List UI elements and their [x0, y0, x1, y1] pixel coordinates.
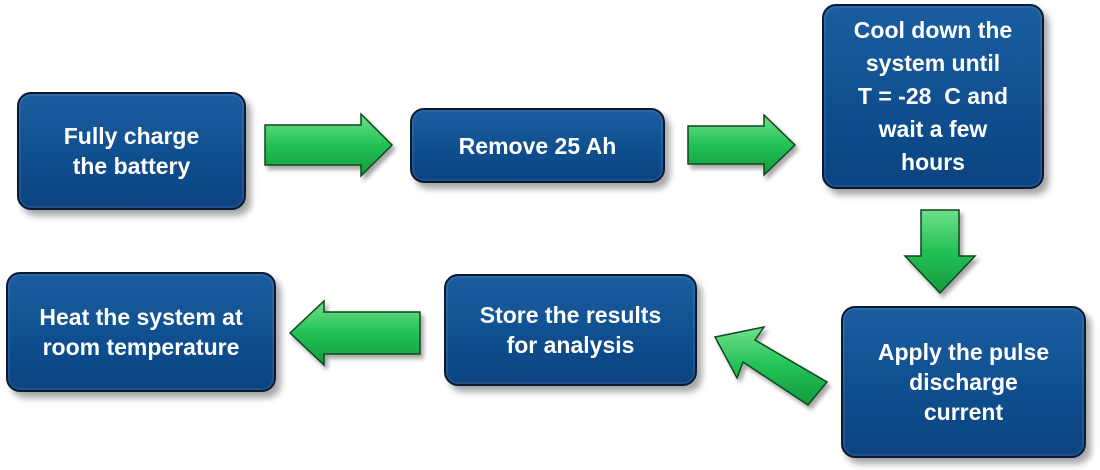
step-label-line: discharge	[909, 369, 1018, 395]
step-label-line: for analysis	[506, 332, 635, 358]
step-label-line: T = -28 C and	[857, 83, 1009, 109]
step-label-line: Heat the system at	[39, 304, 243, 330]
step-label-line: Store the results	[479, 302, 662, 328]
step-heat-system: Heat the system at room temperature	[6, 272, 276, 392]
step-apply-pulse: Apply the pulse discharge current	[841, 306, 1086, 458]
step-label-line: wait a few	[878, 116, 988, 142]
step-label-line: hours	[901, 149, 965, 175]
step-cool-down: Cool down the system until T = -28 C and…	[822, 4, 1044, 189]
arrow-up-left	[713, 325, 829, 406]
arrow-right-1	[264, 112, 394, 178]
step-store-results: Store the results for analysis	[444, 274, 697, 386]
step-label-line: room temperature	[42, 334, 240, 360]
step-label-line: Cool down the	[853, 17, 1013, 43]
step-label-line: the battery	[72, 153, 191, 179]
step-label-line: current	[923, 399, 1004, 425]
step-fully-charge: Fully charge the battery	[17, 92, 246, 210]
arrow-down	[903, 209, 977, 295]
step-label-line: system until	[865, 50, 1001, 76]
arrow-right-2	[687, 113, 797, 177]
step-label-line: Remove 25 Ah	[458, 132, 617, 159]
step-label-line: Fully charge	[63, 123, 200, 149]
step-remove-capacity: Remove 25 Ah	[410, 108, 665, 183]
arrow-left	[288, 299, 421, 367]
step-label-line: Apply the pulse	[877, 339, 1050, 365]
